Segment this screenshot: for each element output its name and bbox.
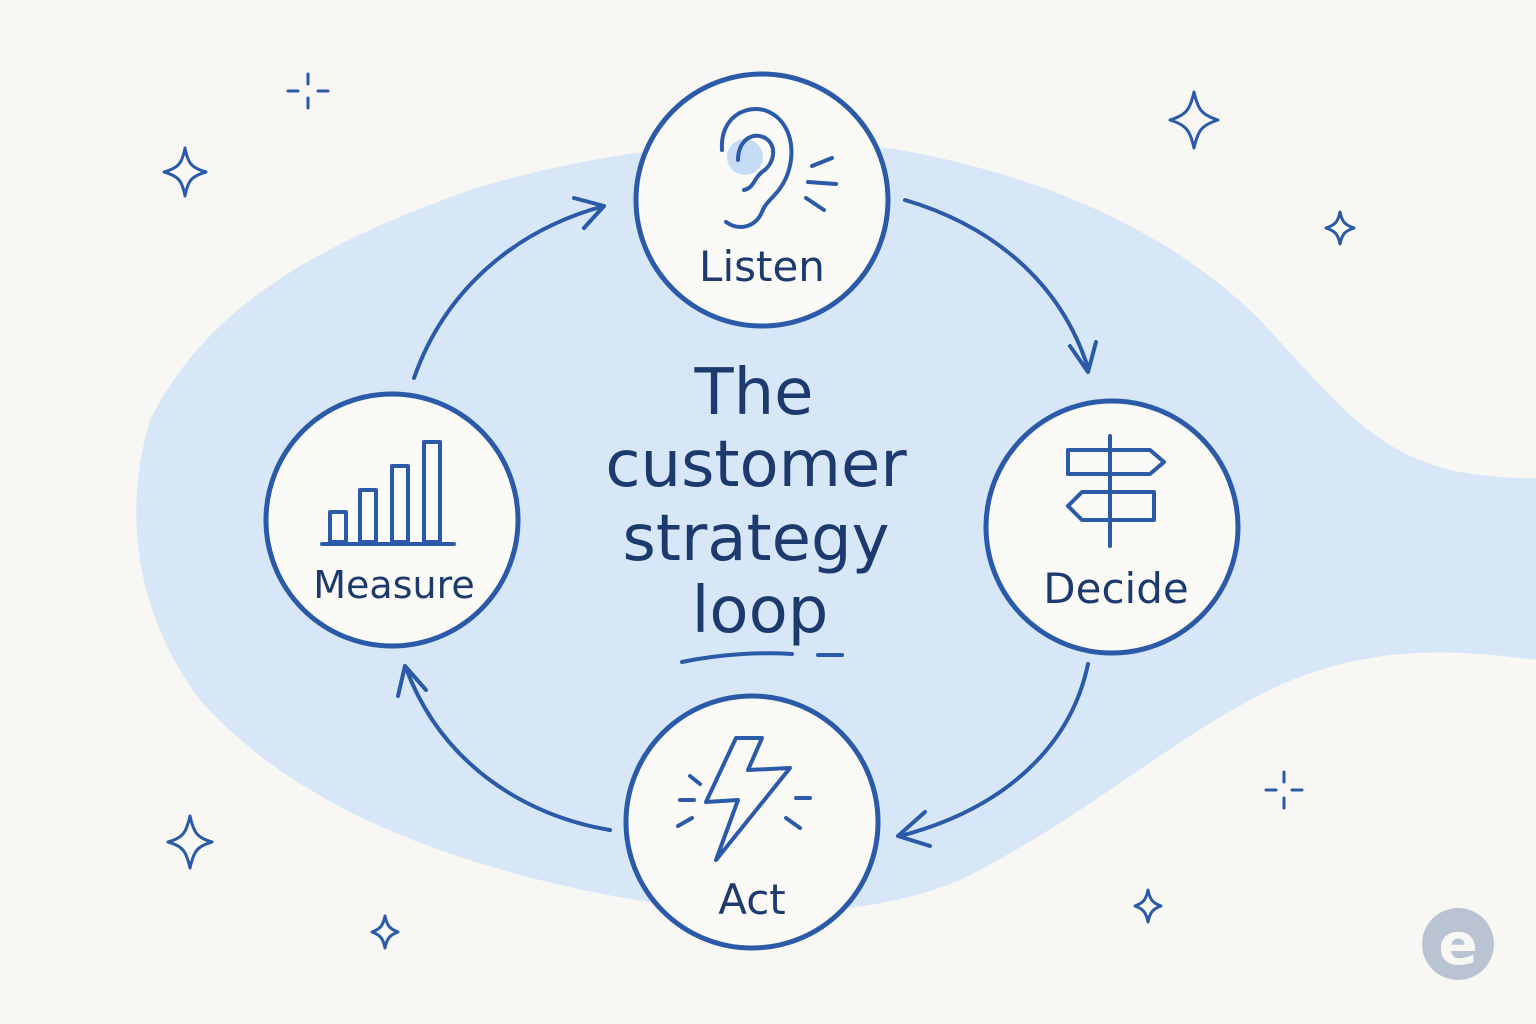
logo-letter: e — [1438, 910, 1477, 978]
sparkles — [162, 72, 1356, 950]
center-title: The customer strategy loop — [605, 356, 907, 664]
arrowhead-icon — [396, 664, 428, 698]
brand-logo: e — [1422, 908, 1494, 980]
signpost-icon — [1066, 434, 1166, 548]
node-listen[interactable]: Listen — [633, 71, 891, 329]
node-measure[interactable]: Measure — [263, 391, 521, 649]
sparkle-icon — [1324, 210, 1356, 246]
bar-chart-icon — [320, 440, 456, 546]
title-line: loop — [692, 574, 829, 648]
node-circle — [623, 693, 881, 951]
title-line: The — [693, 356, 813, 430]
title-underline — [680, 651, 794, 664]
arrowhead-icon — [1068, 340, 1098, 374]
node-decide[interactable]: Decide — [983, 398, 1241, 656]
node-label: Listen — [699, 242, 825, 291]
lightning-icon — [676, 736, 812, 862]
arrowhead-icon — [896, 810, 932, 848]
title-line: strategy — [623, 502, 890, 576]
node-label: Act — [718, 875, 786, 924]
sparkle-icon — [162, 146, 208, 198]
title-line: customer — [605, 428, 907, 502]
node-circle — [633, 71, 891, 329]
arrow-act-to-measure — [404, 666, 612, 832]
arrow-decide-to-act — [898, 662, 1090, 838]
arrow-listen-to-decide — [903, 198, 1090, 370]
loop-arrows — [396, 196, 1098, 848]
sparkle-icon — [1133, 888, 1163, 924]
background-blob — [136, 142, 1536, 913]
ear-icon — [719, 107, 838, 229]
arrowhead-icon — [572, 196, 606, 230]
sparkle-icon — [370, 914, 400, 950]
node-label: Measure — [313, 563, 475, 607]
cross-sparkle-icon — [286, 72, 330, 110]
logo-circle — [1422, 908, 1494, 980]
node-act[interactable]: Act — [623, 693, 881, 951]
sparkle-icon — [166, 814, 214, 870]
cross-sparkle-icon — [1264, 770, 1304, 810]
node-label: Decide — [1043, 564, 1188, 613]
arrow-measure-to-listen — [412, 204, 606, 380]
sparkle-icon — [1168, 90, 1220, 150]
